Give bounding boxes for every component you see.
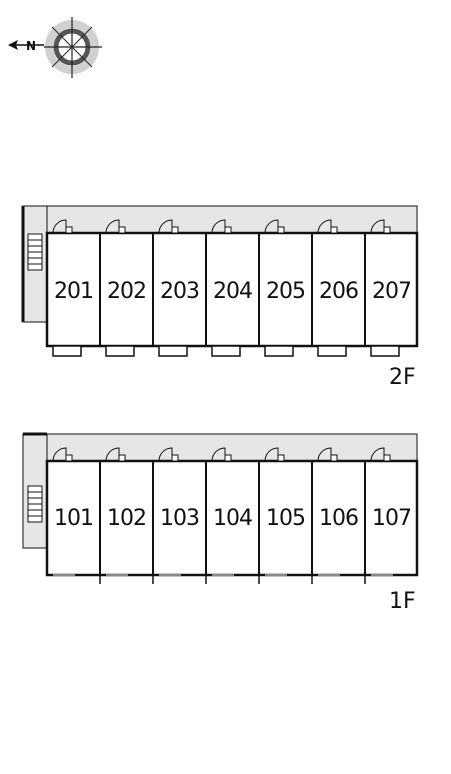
unit-number: 103 bbox=[160, 506, 199, 531]
unit-205: 205 bbox=[258, 219, 306, 357]
door-icon bbox=[317, 219, 338, 234]
corridor-1f bbox=[22, 433, 418, 462]
door-icon bbox=[264, 219, 285, 234]
balcony bbox=[52, 345, 82, 357]
door-icon bbox=[158, 219, 179, 234]
door-icon bbox=[370, 447, 391, 462]
balcony bbox=[264, 345, 294, 357]
unit-102: 102 bbox=[99, 447, 147, 584]
north-arrow-icon bbox=[8, 40, 18, 50]
unit-206: 206 bbox=[311, 219, 359, 357]
unit-number: 201 bbox=[54, 279, 93, 304]
unit-number: 206 bbox=[319, 279, 358, 304]
unit-101: 101 bbox=[52, 447, 94, 576]
unit-number: 203 bbox=[160, 279, 199, 304]
balcony bbox=[158, 345, 188, 357]
unit-207: 207 bbox=[364, 219, 412, 357]
unit-204: 204 bbox=[205, 219, 253, 357]
stair-icon bbox=[27, 485, 43, 523]
unit-number: 102 bbox=[107, 506, 146, 531]
unit-106: 106 bbox=[311, 447, 359, 584]
unit-number: 104 bbox=[213, 506, 252, 531]
north-letter: N bbox=[26, 39, 36, 53]
door-icon bbox=[370, 219, 391, 234]
balcony bbox=[105, 345, 135, 357]
unit-107: 107 bbox=[364, 447, 412, 584]
door-icon bbox=[264, 447, 285, 462]
floor-label-2f: 2F bbox=[389, 365, 416, 390]
stair-icon bbox=[27, 233, 43, 271]
unit-201: 201 bbox=[52, 219, 94, 357]
unit-number: 107 bbox=[372, 506, 411, 531]
floor-1f: 101 102 103 104 105 106 107 1F bbox=[22, 432, 419, 614]
unit-number: 204 bbox=[213, 279, 252, 304]
unit-number: 205 bbox=[266, 279, 305, 304]
floor-label-1f: 1F bbox=[389, 589, 416, 614]
units-block-2f bbox=[45, 231, 419, 348]
unit-number: 202 bbox=[107, 279, 146, 304]
compass-rose-icon: N bbox=[8, 17, 102, 78]
unit-105: 105 bbox=[258, 447, 306, 584]
door-icon bbox=[105, 219, 126, 234]
unit-103: 103 bbox=[152, 447, 200, 584]
floor-2f: 201 202 203 204 205 206 207 2F bbox=[21, 205, 419, 390]
balcony bbox=[211, 345, 241, 357]
door-icon bbox=[211, 447, 232, 462]
door-icon bbox=[158, 447, 179, 462]
unit-104: 104 bbox=[205, 447, 253, 584]
unit-202: 202 bbox=[99, 219, 147, 357]
door-icon bbox=[317, 447, 338, 462]
door-icon bbox=[105, 447, 126, 462]
door-icon bbox=[52, 219, 73, 234]
unit-number: 105 bbox=[266, 506, 305, 531]
balcony bbox=[317, 345, 347, 357]
corridor-2f bbox=[22, 205, 418, 234]
unit-number: 101 bbox=[54, 506, 93, 531]
door-icon bbox=[52, 447, 73, 462]
unit-number: 207 bbox=[372, 279, 411, 304]
door-icon bbox=[211, 219, 232, 234]
balcony bbox=[370, 345, 400, 357]
unit-203: 203 bbox=[152, 219, 200, 357]
unit-number: 106 bbox=[319, 506, 358, 531]
